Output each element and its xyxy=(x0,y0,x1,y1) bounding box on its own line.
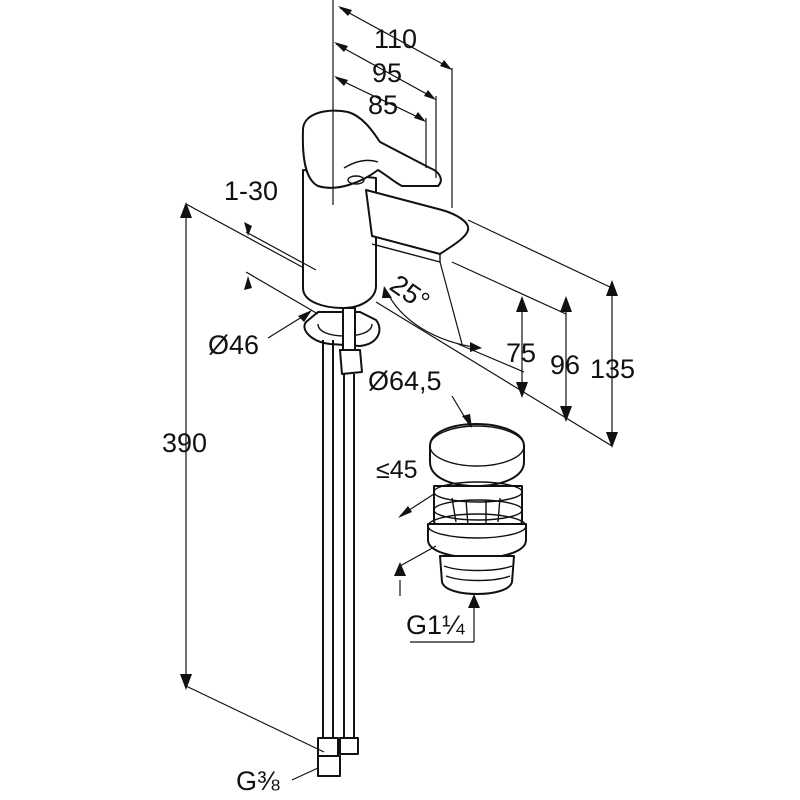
waste-tail xyxy=(439,555,515,595)
supply-hose-left xyxy=(322,340,334,740)
waste-flange-top xyxy=(427,513,527,539)
dim-label-85: 85 xyxy=(368,90,398,120)
waste-flange xyxy=(427,523,527,559)
dimension-labels: 110 95 85 1-30 25° Ø46 75 96 135 390 Ø64… xyxy=(162,24,635,796)
dim-label-95: 95 xyxy=(372,58,402,88)
mounting-nut xyxy=(339,349,363,375)
dim-label-g3-8: G⅜ xyxy=(236,766,280,796)
dim-label-75: 75 xyxy=(506,338,536,368)
pop-up-waste xyxy=(427,423,527,595)
faucet-spout xyxy=(365,189,470,255)
dimension-lines xyxy=(180,0,618,781)
lever-edge xyxy=(343,159,379,169)
dim-label-max-45: ≤45 xyxy=(376,456,418,484)
threaded-stud xyxy=(342,307,356,351)
waste-cap-top xyxy=(429,425,525,467)
dim-label-1-30: 1-30 xyxy=(224,176,278,206)
waste-cap xyxy=(429,423,525,487)
dim-label-390: 390 xyxy=(162,428,207,458)
waste-slots xyxy=(451,497,501,527)
lever-screw xyxy=(347,175,365,185)
dim-label-25-deg: 25° xyxy=(385,269,436,317)
dim-label-96: 96 xyxy=(550,350,580,380)
spout-edge xyxy=(371,235,441,263)
faucet-lever xyxy=(301,109,442,189)
waste-ring-2 xyxy=(433,499,523,521)
dim-label-110: 110 xyxy=(374,24,417,54)
faucet-body xyxy=(302,169,377,309)
mounting-base xyxy=(303,311,381,347)
dim-label-diameter-46: Ø46 xyxy=(208,330,259,360)
dim-label-diameter-64-5: Ø64,5 xyxy=(368,366,442,396)
dim-label-135: 135 xyxy=(590,354,635,384)
supply-hose-right xyxy=(343,374,355,740)
faucet xyxy=(301,109,470,777)
waste-tail-threads xyxy=(443,565,513,582)
hose-connector-right xyxy=(339,737,359,755)
hose-connector-left xyxy=(317,737,339,757)
waste-ring-1 xyxy=(433,481,523,503)
dim-label-g1-1-4: G1¼ xyxy=(406,610,465,640)
hose-fitting-g38 xyxy=(317,755,341,777)
